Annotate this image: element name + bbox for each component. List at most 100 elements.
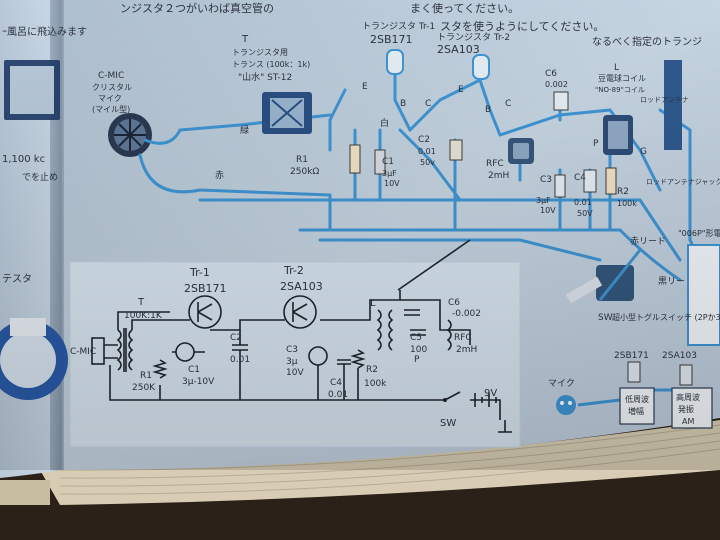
sch-c3: C3 (286, 345, 298, 355)
sch-r1-val: 250K (132, 383, 156, 393)
r2-resistor (605, 167, 617, 195)
pin-p: P (593, 139, 599, 149)
c4-value: 0.01 (574, 198, 592, 207)
tr2-pin-b: B (485, 105, 491, 115)
c6-value: 0.002 (545, 80, 568, 89)
sch-cmic: C-MIC (70, 347, 96, 357)
block-box1-b: 増幅 (628, 406, 644, 416)
c2-capacitor (449, 139, 463, 161)
page-top-line4: なるべく指定のトランジ (592, 35, 702, 48)
sch-rfc: RFC (454, 333, 472, 343)
sch-r2: R2 (366, 365, 378, 375)
sch-c5-val: 100 (410, 345, 427, 355)
transformer-drawing (262, 92, 312, 134)
sch-rfc-val: 2mH (456, 345, 477, 355)
coil-label: L (614, 63, 619, 73)
c1-volt: 10V (384, 179, 400, 188)
sch-c4-val: 0.01 (328, 390, 348, 400)
coil-model: "NO-89"コイル (595, 86, 645, 94)
r2-name: R2 (617, 187, 629, 197)
sch-tr2: Tr-2 (283, 264, 304, 277)
left-note-text: でを止め (22, 171, 58, 183)
block-box2-a: 高周波 (676, 392, 700, 402)
sch-c1-val: 3μ-10V (182, 377, 215, 387)
cmic-sub2: マイク (98, 94, 122, 103)
c1-name: C1 (382, 157, 394, 167)
r1-resistor (349, 144, 361, 174)
sch-tr2-model: 2SA103 (280, 280, 323, 293)
coil-desc: 豆電球コイル (598, 73, 646, 83)
sch-t: T (137, 297, 145, 308)
pin-g: G (640, 147, 647, 157)
tr1-drawing (386, 49, 404, 75)
tr2-pin-e: E (458, 85, 464, 95)
c2-name: C2 (418, 135, 430, 145)
sch-tr1-model: 2SB171 (184, 282, 227, 295)
osc-coil-drawing (603, 115, 633, 155)
c6-name: C6 (545, 69, 557, 79)
sch-c5-unit: P (414, 355, 420, 365)
sw-desc: 超小型トグルスイッチ (2Pか3P) (612, 312, 720, 322)
sch-c6-val: -0.002 (452, 309, 481, 319)
c3-name: C3 (540, 175, 552, 185)
left-note-freq: 1,100 kc (2, 154, 45, 165)
transformer-title: T (241, 34, 249, 45)
sch-c3-volt: 10V (286, 368, 304, 378)
c2-volt: 50v (420, 158, 435, 167)
battery-label: "006P"形電池 (678, 228, 720, 238)
sch-c6: C6 (448, 298, 460, 308)
r2-value: 100k (617, 199, 637, 208)
r1-name: R1 (296, 155, 308, 165)
sch-c3-val: 3μ (286, 357, 298, 367)
red-lead-label: 赤リード (630, 236, 666, 247)
sch-c5: C5 (410, 333, 422, 343)
c4-volt: 50V (577, 209, 593, 218)
c3-capacitor (554, 174, 566, 198)
r1-value: 250kΩ (290, 167, 319, 177)
sch-r1: R1 (140, 371, 152, 381)
tr2-label: トランジスタ Tr-2 (437, 32, 510, 43)
transformer-desc2: トランス (100k：1k) (232, 60, 310, 69)
cmic-sub3: (マイル型) (92, 105, 130, 114)
block-t2: 2SA103 (662, 351, 697, 361)
tr2-pin-c: C (505, 99, 511, 109)
c4-name: C4 (574, 173, 586, 183)
c3-volt: 10V (540, 206, 556, 215)
block-box1-a: 低周波 (625, 394, 649, 404)
tr2-drawing (472, 54, 490, 80)
block-mic: マイク (548, 378, 575, 389)
sch-t-ratio: 100K:1K (124, 311, 163, 321)
c1-value: 3μF (382, 169, 397, 178)
rfc-coil-drawing (508, 138, 534, 164)
transformer-model: "山水" ST-12 (238, 71, 292, 83)
sch-tr1: Tr-1 (189, 266, 210, 279)
wire-white-label: 白 (380, 117, 389, 129)
transformer-desc1: トランジスタ用 (232, 48, 288, 57)
tr1-pin-b: B (400, 99, 406, 109)
block-box2-b: 発振 (678, 404, 694, 414)
antenna-jack-label: ロッドアンテナジャック (646, 178, 720, 186)
sch-c2-val: 0.01 (230, 355, 250, 365)
c6-capacitor (553, 91, 569, 111)
rod-antenna-drawing (664, 60, 682, 150)
tr1-model: 2SB171 (370, 33, 413, 46)
battery-006p-drawing (687, 244, 720, 346)
wire-green-label: 緑 (240, 124, 249, 136)
left-tester: テスタ (2, 273, 32, 285)
tr2-model: 2SA103 (437, 43, 480, 56)
sch-l: L (370, 298, 376, 309)
cmic-name: C-MIC (98, 71, 124, 81)
tr1-label: トランジスタ Tr-1 (362, 21, 435, 32)
page-top-line3: スタを使うようにしてください。 (440, 20, 604, 33)
left-text-top: ｰ風呂に飛込みます (2, 26, 87, 38)
block-box2-c: AM (682, 417, 694, 426)
sch-c4: C4 (330, 378, 342, 388)
sch-c1: C1 (188, 365, 200, 375)
rfc-name: RFC (486, 159, 504, 169)
sw-label: SW (598, 313, 613, 323)
wire-red-label: 赤 (215, 170, 224, 181)
rod-antenna-label: ロッドアンテナ (640, 96, 689, 104)
sch-r2-val: 100k (364, 379, 387, 389)
rfc-value: 2mH (488, 171, 509, 181)
